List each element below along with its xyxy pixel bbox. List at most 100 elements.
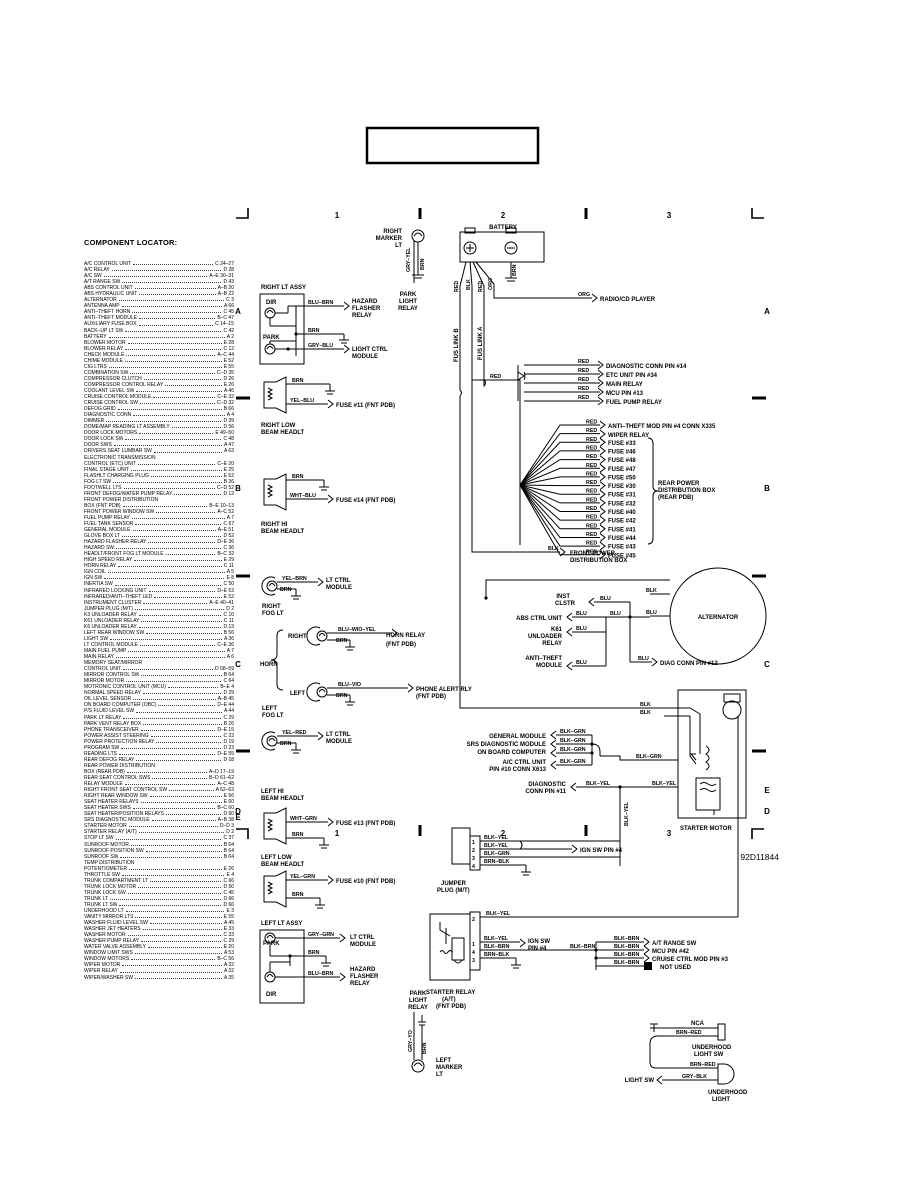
- locator-component-name: SUNROOF POSITION SW: [84, 847, 144, 854]
- connector-arrow: [599, 481, 606, 490]
- svg-text:FUS LINK B: FUS LINK B: [454, 328, 460, 362]
- svg-text:1: 1: [472, 840, 475, 846]
- locator-leader-dots: [110, 896, 222, 900]
- rear-fuse-label: FUSE #32: [608, 501, 636, 507]
- rear-feed-wire-color: RED: [586, 506, 597, 512]
- locator-component-name: CIG LTRS: [84, 363, 107, 370]
- svg-text:BRN: BRN: [422, 1042, 428, 1054]
- svg-text:SRS DIAGNOSTIC MODULE: SRS DIAGNOSTIC MODULE: [467, 742, 546, 748]
- locator-grid-ref: E 20: [223, 944, 234, 951]
- svg-text:PARK: PARK: [400, 292, 417, 298]
- locator-leader-dots: [142, 926, 222, 931]
- rear-feed-wire: [519, 424, 600, 486]
- svg-text:LIGHT SW: LIGHT SW: [625, 1078, 655, 1084]
- locator-grid-ref: C 42: [223, 327, 234, 334]
- locator-grid-ref: D 43: [223, 279, 234, 286]
- locator-leader-dots: [126, 678, 222, 683]
- locator-component-name: COOLANT LEVEL SW: [84, 387, 135, 394]
- left-fog-light: LEFT FOG LT YEL–RED BRN LT CTRL MODULE: [261, 706, 352, 754]
- locator-component-name: TRUNK LT: [84, 895, 109, 902]
- svg-text:REAR POWER: REAR POWER: [658, 481, 700, 487]
- svg-text:BLK–BRN: BLK–BRN: [570, 944, 595, 950]
- svg-text:2: 2: [472, 917, 475, 923]
- locator-grid-ref: E 28: [223, 339, 234, 346]
- locator-leader-dots: [154, 594, 222, 598]
- svg-text:BLK–GRN: BLK–GRN: [560, 747, 586, 753]
- locator-grid-ref: A 36: [223, 635, 234, 642]
- locator-component-name: RELAY MODULE: [84, 781, 123, 788]
- locator-grid-ref: D 58–59: [215, 666, 234, 673]
- locator-grid-ref: D 66: [223, 901, 234, 908]
- locator-component-name: REAR DEFOG RELAY: [84, 756, 135, 763]
- svg-text:BRN: BRN: [336, 693, 348, 699]
- locator-leader-dots: [123, 666, 214, 671]
- locator-grid-ref: A 62–63: [215, 787, 234, 794]
- svg-text:DISTRIBUTION BOX: DISTRIBUTION BOX: [570, 558, 627, 564]
- rear-feed-wire: [519, 484, 600, 521]
- connector-arrow: [599, 524, 606, 534]
- svg-text:HORN: HORN: [260, 662, 278, 668]
- rear-fuse-label: FUSE #30: [608, 484, 636, 490]
- svg-text:BLK–YEL: BLK–YEL: [484, 843, 509, 849]
- locator-grid-ref: A 66: [223, 303, 234, 310]
- svg-text:ABS CTRL UNIT: ABS CTRL UNIT: [516, 616, 562, 622]
- svg-text:LT CTRL: LT CTRL: [326, 732, 351, 738]
- locator-row: MOTRONIC CONTROL UNIT (MCU)B–E 4: [84, 684, 234, 690]
- svg-text:PIN #10 CONN X613: PIN #10 CONN X613: [489, 767, 546, 773]
- locator-component-name: FUEL PUMP RELAY: [84, 514, 130, 521]
- grid-col-2-top: 2: [501, 211, 506, 220]
- locator-component-name: CONTROL UNIT: [84, 666, 122, 673]
- rear-feed-wire: [519, 467, 600, 486]
- svg-text:LEFT: LEFT: [290, 691, 305, 697]
- svg-text:PIN #4: PIN #4: [528, 946, 547, 952]
- svg-text:DIR: DIR: [266, 992, 277, 998]
- locator-leader-dots: [139, 400, 216, 405]
- svg-text:BLK–YEL: BLK–YEL: [486, 911, 511, 917]
- locator-leader-dots: [122, 533, 222, 538]
- right-fog-light: YEL–BRN BRN LT CTRL MODULE RIGHT FOG LT: [261, 576, 352, 617]
- starter-motor: BLK BLK BLK–GRN STARTER MOTOR: [636, 689, 747, 832]
- locator-component-name: UNDERHOOD LT: [84, 908, 124, 915]
- svg-text:BLK–BRN: BLK–BRN: [614, 952, 639, 958]
- locator-component-name: K61 UNLOADER RELAY: [84, 617, 140, 624]
- locator-grid-ref: E 26: [223, 865, 234, 872]
- rear-feed-wire-color: RED: [586, 549, 597, 555]
- locator-component-name: TRUNK COMPARTMENT LT: [84, 877, 149, 884]
- svg-text:(A/T): (A/T): [442, 997, 456, 1003]
- left-marker-light: PARK LIGHT RELAY GRY–YO BRN LEFT MARKER …: [408, 991, 463, 1078]
- locator-component-name: PHONE TRANSCEIVER: [84, 726, 139, 733]
- svg-text:BLU–BRN: BLU–BRN: [308, 300, 333, 306]
- svg-text:JUMPER: JUMPER: [441, 881, 467, 887]
- locator-grid-ref: C 24–27: [215, 261, 234, 267]
- locator-grid-ref: D–E 55: [217, 750, 234, 757]
- svg-text:FUEL PUMP RELAY: FUEL PUMP RELAY: [606, 400, 662, 406]
- locator-component-name: POWER PROTECTION RELAY: [84, 738, 155, 745]
- svg-text:BLK–YEL: BLK–YEL: [484, 835, 509, 841]
- locator-leader-dots: [125, 436, 222, 441]
- rear-feed-wire-color: RED: [586, 480, 597, 486]
- svg-text:ON BOARD COMPUTER: ON BOARD COMPUTER: [477, 750, 546, 756]
- grid-col-1-bottom: 1: [335, 829, 340, 838]
- locator-leader-dots: [143, 721, 222, 725]
- locator-grid-ref: B–E 10–13: [209, 502, 234, 509]
- rear-feed-wire-color: RED: [586, 437, 597, 443]
- rear-fuse-label: FUSE #42: [608, 519, 636, 525]
- locator-component-name: REAR POWER DISTRIBUTION: [84, 762, 155, 769]
- locator-component-name: STARTER RELAY (A/T): [84, 829, 137, 836]
- locator-grid-ref: C 11: [223, 617, 234, 624]
- locator-component-name: READING LTS: [84, 750, 117, 757]
- locator-grid-ref: A 5: [226, 569, 234, 576]
- locator-grid-ref: A–C 48: [217, 781, 234, 788]
- svg-text:BLK: BLK: [466, 279, 472, 290]
- locator-component-name: OIL LEVEL SENSOR: [84, 696, 132, 703]
